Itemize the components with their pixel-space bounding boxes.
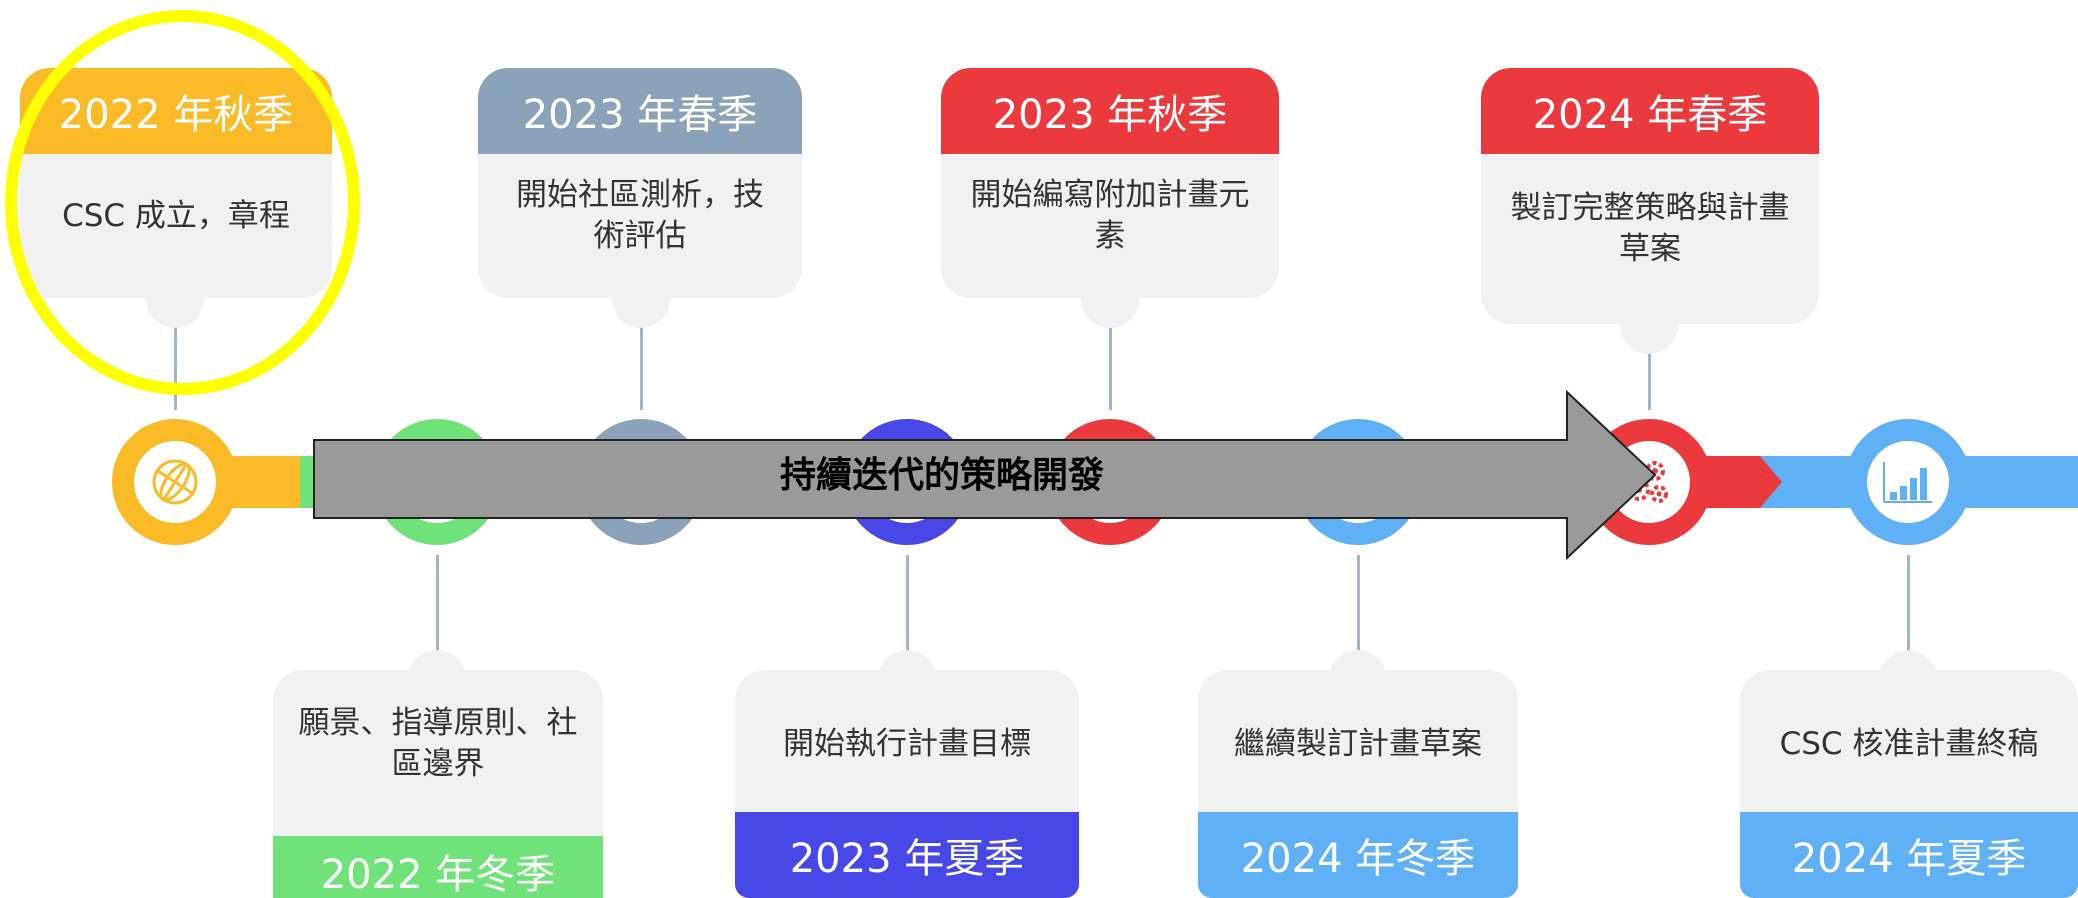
stem-winter-2024 bbox=[1357, 555, 1360, 650]
card-winter-2024: 繼續製訂計畫草案 2024 年冬季 bbox=[1198, 670, 1518, 898]
iteration-arrow bbox=[313, 390, 1657, 560]
stem-spring-2024 bbox=[1648, 345, 1651, 410]
stem-summer-2024 bbox=[1907, 555, 1910, 650]
stem-spring-2023 bbox=[640, 318, 643, 410]
card-heading: 2024 年冬季 bbox=[1198, 812, 1518, 898]
card-heading: 2023 年夏季 bbox=[735, 812, 1079, 898]
card-heading: 2023 年秋季 bbox=[941, 68, 1279, 154]
card-heading: 2022 年冬季 bbox=[273, 836, 603, 898]
globe-icon bbox=[152, 459, 198, 505]
band-chevron bbox=[1738, 456, 1782, 508]
card-summer-2023: 開始執行計畫目標 2023 年夏季 bbox=[735, 670, 1079, 898]
card-text: 願景、指導原則、社區邊界 bbox=[298, 705, 578, 782]
card-tab bbox=[612, 290, 670, 328]
card-text: 開始執行計畫目標 bbox=[783, 725, 1031, 762]
ring-summer-2024 bbox=[1845, 419, 1971, 545]
card-text: 開始社區測析，技術評估 bbox=[516, 177, 764, 254]
card-text: 開始編寫附加計畫元素 bbox=[970, 177, 1250, 254]
card-spring-2023: 2023 年春季 開始社區測析，技術評估 bbox=[478, 68, 802, 298]
card-text: CSC 核准計畫終稿 bbox=[1779, 725, 2039, 762]
card-tab bbox=[1620, 316, 1678, 354]
band-chevron-end bbox=[2052, 456, 2078, 508]
highlight-ellipse bbox=[5, 10, 360, 395]
stem-fall-2023 bbox=[1109, 318, 1112, 410]
card-heading: 2024 年夏季 bbox=[1740, 812, 2078, 898]
bar-chart-icon bbox=[1883, 462, 1932, 503]
card-tab bbox=[1081, 290, 1139, 328]
card-text: 繼續製訂計畫草案 bbox=[1234, 725, 1482, 762]
stem-summer-2023 bbox=[906, 555, 909, 650]
card-spring-2024: 2024 年春季 製訂完整策略與計畫草案 bbox=[1481, 68, 1819, 324]
card-heading: 2023 年春季 bbox=[478, 68, 802, 154]
card-text: 製訂完整策略與計畫草案 bbox=[1510, 190, 1790, 267]
card-winter-2022: 願景、指導原則、社區邊界 2022 年冬季 bbox=[273, 670, 603, 898]
card-summer-2024: CSC 核准計畫終稿 2024 年夏季 bbox=[1740, 670, 2078, 898]
arrow-label: 持續迭代的策略開發 bbox=[779, 455, 1104, 496]
card-heading: 2024 年春季 bbox=[1481, 68, 1819, 154]
card-fall-2023: 2023 年秋季 開始編寫附加計畫元素 bbox=[941, 68, 1279, 298]
stem-winter-2022 bbox=[436, 555, 439, 650]
ring-fall-2022 bbox=[112, 419, 238, 545]
